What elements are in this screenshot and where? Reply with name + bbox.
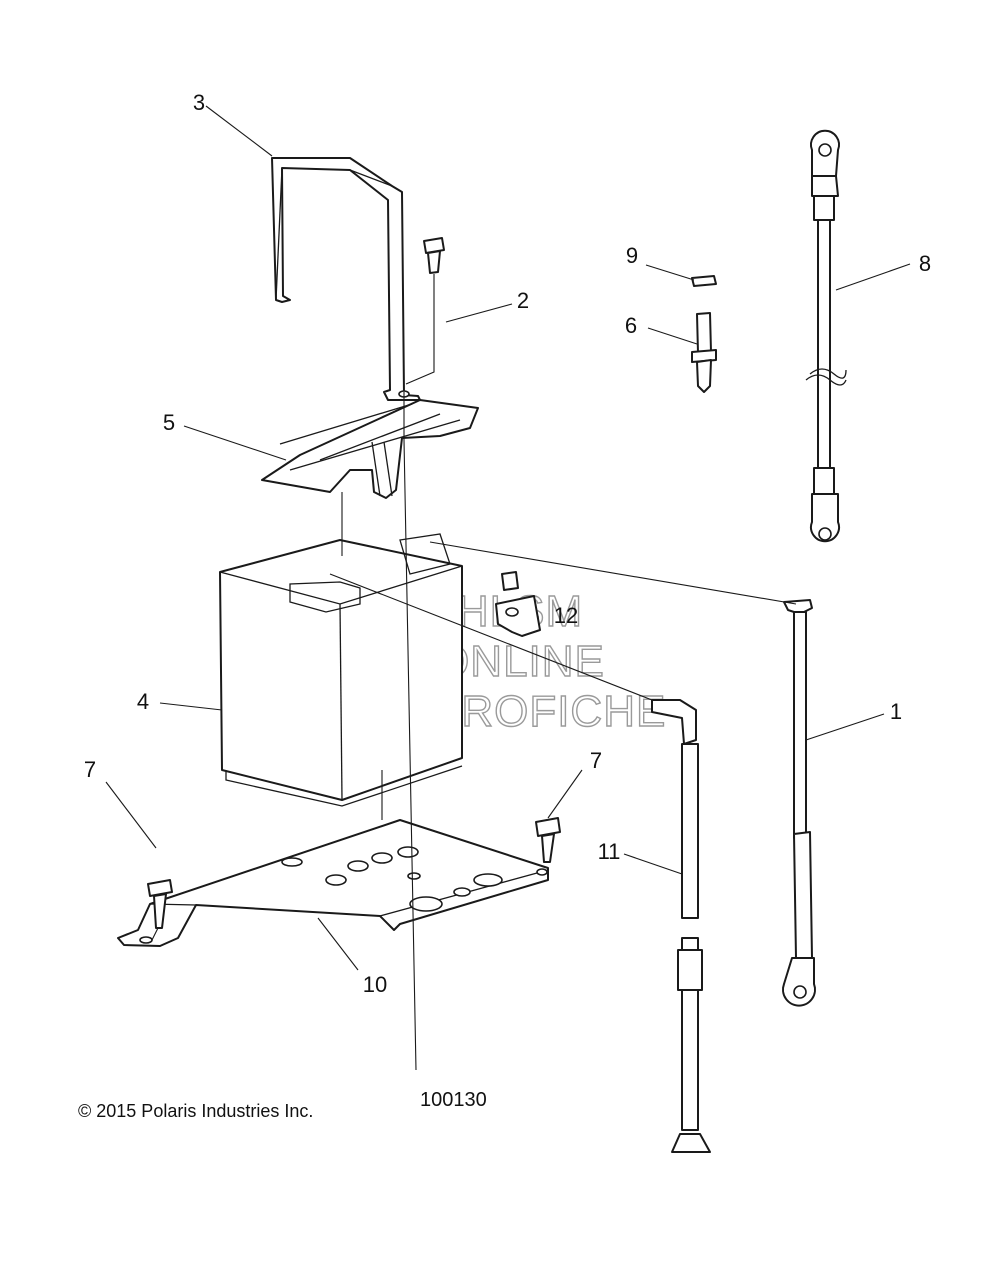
- part-10-battery-tray: [117, 819, 549, 947]
- part-4-battery: [219, 533, 463, 807]
- drawing-number: 100130: [420, 1089, 487, 1111]
- callout-6: 6: [625, 313, 637, 338]
- part-1-cable: [782, 599, 816, 1007]
- callout-4: 4: [137, 689, 149, 714]
- callout-7-left: 7: [84, 757, 96, 782]
- callouts: 3 2 9 6 8 5 4 12 1 7 7 11 10: [84, 90, 931, 997]
- part-12-terminal: [495, 571, 541, 637]
- footer: © 2015 Polaris Industries Inc. 100130: [78, 1089, 487, 1121]
- part-5-retainer: [261, 399, 479, 499]
- part-11-cable: [651, 699, 711, 1153]
- part-2-bolt: [405, 237, 445, 385]
- callout-5: 5: [163, 410, 175, 435]
- callout-7-right: 7: [590, 748, 602, 773]
- callout-8: 8: [919, 251, 931, 276]
- part-3-hold-down-strap: [271, 157, 421, 401]
- part-8-cable: [805, 129, 847, 543]
- callout-2: 2: [517, 288, 529, 313]
- assembly-lines: [105, 105, 911, 1071]
- callout-11: 11: [598, 839, 621, 864]
- part-7-bolt-right: [535, 817, 561, 863]
- part-6-stud: [691, 312, 717, 393]
- callout-3: 3: [193, 90, 205, 115]
- callout-12: 12: [554, 603, 578, 628]
- part-7-bolt-left: [147, 879, 173, 941]
- part-9-nut: [691, 275, 717, 287]
- callout-1: 1: [890, 699, 902, 724]
- callout-10: 10: [363, 972, 387, 997]
- copyright-text: © 2015 Polaris Industries Inc.: [78, 1101, 313, 1121]
- callout-9: 9: [626, 243, 638, 268]
